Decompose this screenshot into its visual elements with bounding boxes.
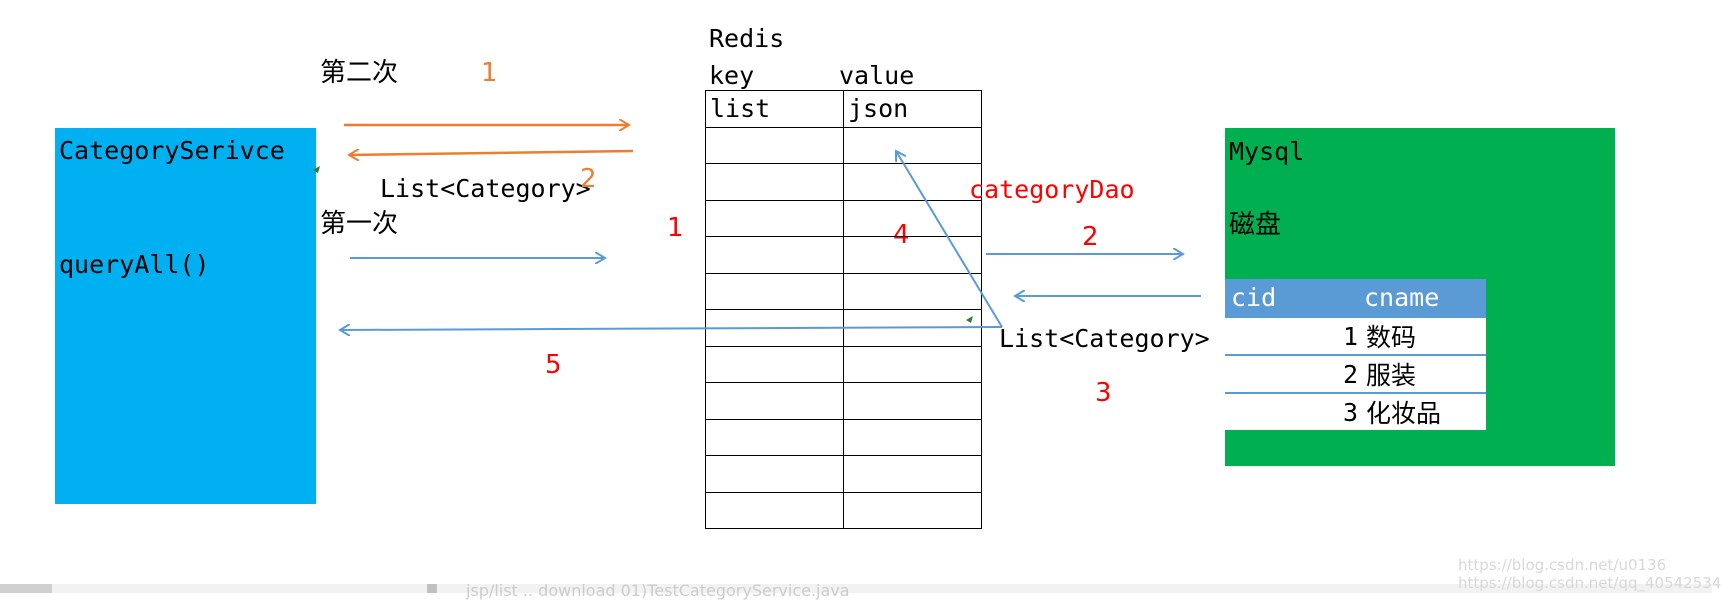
dao-step-query: 2	[1082, 222, 1099, 252]
redis-key-cell	[705, 491, 844, 529]
mysql-header-cname: cname	[1364, 279, 1486, 317]
mysql-cname-cell: 数码	[1364, 316, 1486, 355]
service-name: CategorySerivce	[59, 136, 285, 165]
redis-value-cell	[843, 345, 982, 383]
redis-key-cell	[705, 272, 844, 310]
second-step-request: 1	[481, 58, 498, 88]
mysql-storage: 磁盘	[1229, 210, 1282, 240]
store-in-redis-arrow	[896, 151, 1003, 328]
redis-title: Redis	[709, 24, 785, 53]
redis-value-cell	[843, 126, 982, 164]
redis-key-cell: list	[705, 90, 844, 128]
bottom-strip-block	[0, 584, 52, 593]
redis-key-cell	[705, 455, 844, 493]
redis-row	[705, 126, 982, 164]
dao-return-type: List<Category>	[999, 324, 1210, 353]
redis-key-header: key	[709, 61, 755, 90]
redis-value-cell	[843, 491, 982, 529]
bottom-strip-text: jsp/list .. download 01)TestCategoryServ…	[466, 581, 850, 600]
second-response-arrow	[349, 151, 634, 155]
redis-value-cell	[843, 418, 982, 456]
dao-label: categoryDao	[969, 175, 1135, 204]
redis-row	[705, 491, 982, 529]
redis-row	[705, 272, 982, 310]
redis-row	[705, 345, 982, 383]
mysql-cid-cell: 1	[1225, 316, 1364, 355]
bottom-strip-divider	[427, 584, 437, 593]
redis-key-cell	[705, 418, 844, 456]
redis-value-header: value	[839, 61, 915, 90]
bottom-toolbar-strip	[0, 584, 1712, 593]
redis-row	[705, 382, 982, 420]
mysql-cid-cell: 2	[1225, 354, 1364, 393]
second-return-type: List<Category>	[380, 174, 591, 203]
redis-row	[705, 418, 982, 456]
first-step-request: 1	[667, 213, 684, 243]
second-time-label: 第二次	[320, 58, 399, 88]
second-step-response: 2	[580, 164, 597, 194]
redis-key-cell	[705, 382, 844, 420]
mysql-title: Mysql	[1229, 137, 1305, 166]
redis-row	[705, 455, 982, 493]
category-service-box	[55, 128, 316, 504]
mysql-table-header-row: cid cname	[1225, 279, 1486, 317]
first-time-label: 第一次	[320, 209, 399, 239]
connector-mark-left	[313, 166, 320, 173]
connector-mark-right	[966, 316, 973, 323]
csdn-watermark: https://blog.csdn.net/u0136 https://blog…	[1458, 556, 1721, 592]
dao-step-result: 3	[1095, 378, 1112, 408]
mysql-header-cid: cid	[1225, 279, 1364, 317]
service-method: queryAll()	[59, 250, 210, 279]
first-step-return: 5	[545, 350, 562, 380]
mysql-cname-cell: 服装	[1364, 354, 1486, 393]
mysql-cid-cell: 3	[1225, 392, 1364, 430]
redis-row	[705, 163, 982, 201]
redis-value-cell: json	[843, 90, 982, 128]
mysql-cname-cell: 化妆品	[1364, 392, 1486, 430]
return-to-service-arrow	[340, 327, 1003, 330]
